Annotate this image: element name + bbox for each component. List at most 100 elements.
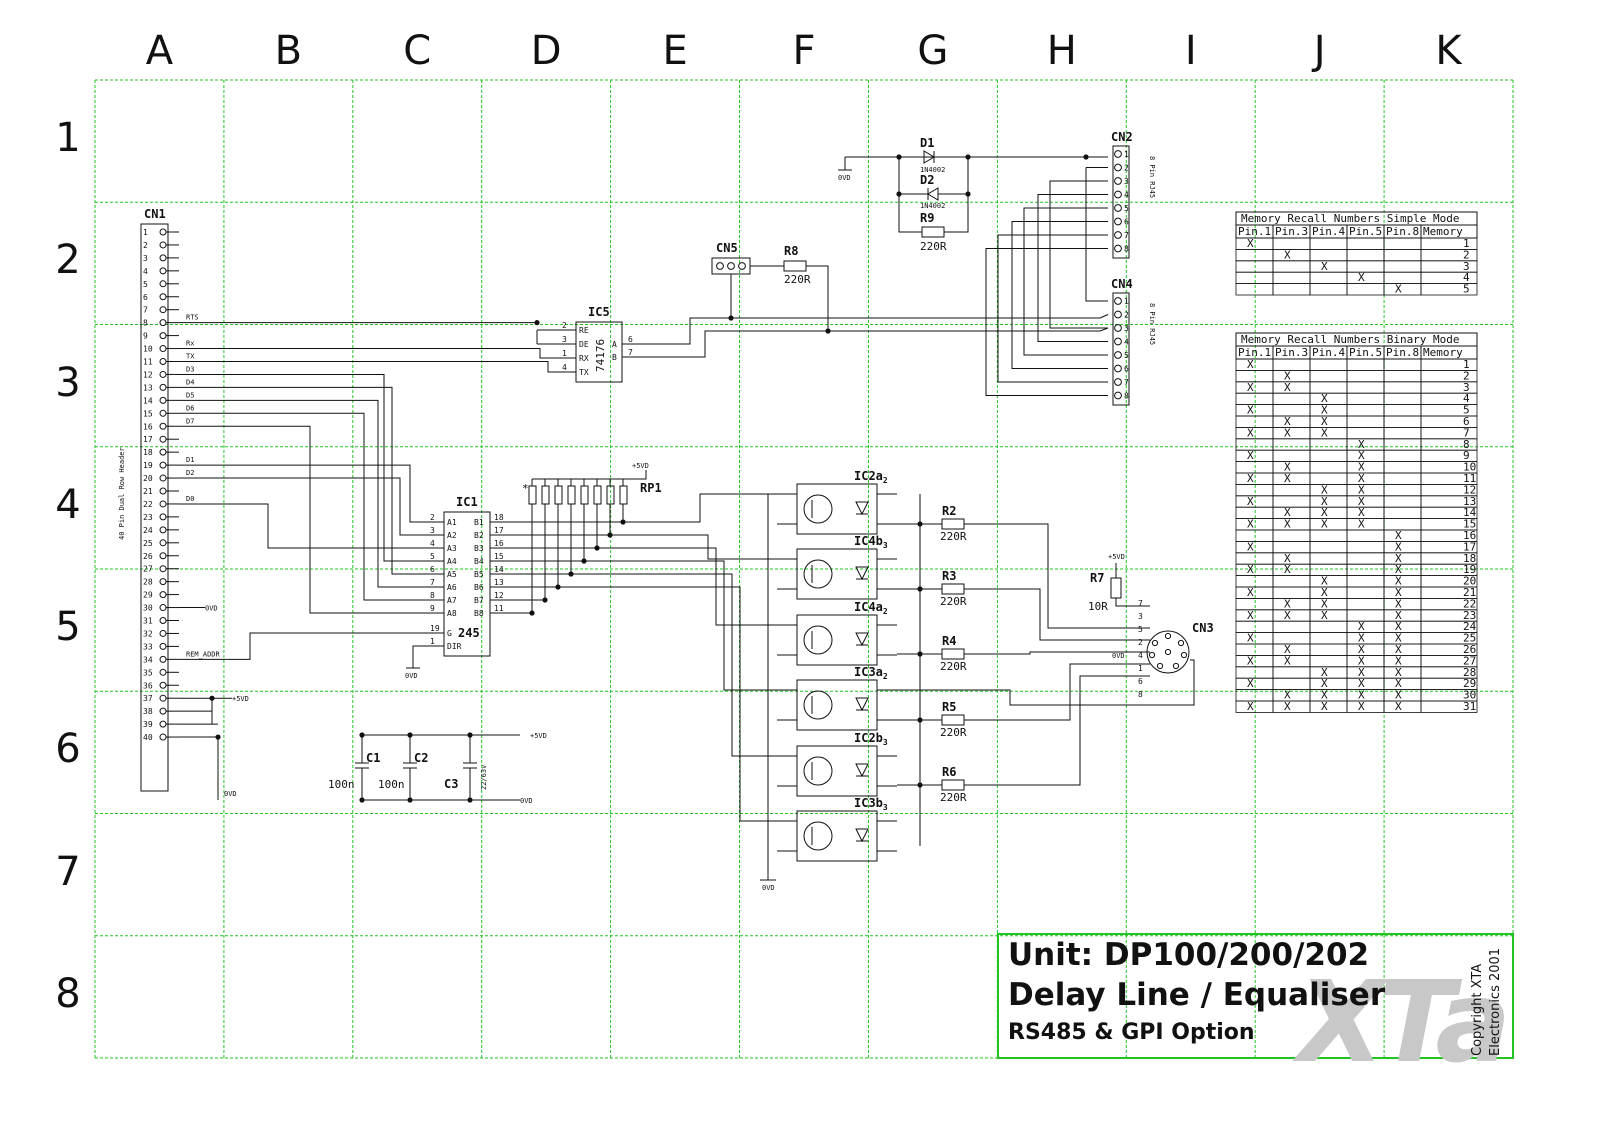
ic5-pin-name: RE xyxy=(579,326,589,335)
net-pullup xyxy=(530,504,624,523)
ic1-pin-number: 16 xyxy=(494,539,504,548)
table-title: Memory Recall Numbers Simple Mode xyxy=(1241,212,1460,225)
table-cell-value: X xyxy=(1284,689,1291,702)
table-cell-value: X xyxy=(1321,518,1328,531)
table-cell-value: X xyxy=(1284,643,1291,656)
grid-column-label: J xyxy=(1313,28,1326,74)
cn1-pin-number: 8 xyxy=(143,319,148,328)
table-cell xyxy=(1383,666,1422,679)
table-cell-value: X xyxy=(1321,609,1328,622)
ic5-pin-number: 6 xyxy=(628,335,633,344)
cn3-pin xyxy=(1151,639,1159,647)
net-pullup xyxy=(530,504,598,549)
cn1-pin-number: 20 xyxy=(143,474,153,483)
ic5-pin-number: 4 xyxy=(562,363,567,372)
cn1-pin-circle xyxy=(159,526,167,534)
r3-body xyxy=(941,583,965,595)
rp1-resistor xyxy=(580,485,589,505)
table-cell-value: X xyxy=(1247,632,1254,645)
ic1-pin-number: 1 xyxy=(430,637,435,646)
table-cell-value: 7 xyxy=(1463,426,1470,439)
cn3-pin xyxy=(1180,651,1188,659)
cn4-connector-pin-number: 1 xyxy=(1124,297,1129,306)
junction-dot xyxy=(896,191,902,197)
table-cell-value: X xyxy=(1395,666,1402,679)
ground-label: 0VD xyxy=(405,672,418,680)
cn4-connector-pin-number: 2 xyxy=(1124,311,1129,320)
rp1-ref: RP1 xyxy=(640,481,662,495)
table-cell xyxy=(1383,404,1422,417)
cn1-pin-circle xyxy=(159,720,167,728)
rp1-supply: +5VD xyxy=(632,462,649,470)
table-cell xyxy=(1346,541,1385,554)
cn3-pin xyxy=(1148,651,1156,659)
cn3-pin-number: 3 xyxy=(1138,612,1143,621)
table-cell-value: 11 xyxy=(1463,472,1476,485)
ic1-ref: IC1 xyxy=(456,495,478,509)
phototransistor xyxy=(803,559,833,589)
table-cell xyxy=(1272,632,1311,645)
cn1-pin-circle xyxy=(159,565,167,573)
table-cell xyxy=(1383,495,1422,508)
optocoupler-body xyxy=(796,548,878,600)
table-cell xyxy=(1383,472,1422,485)
table-cell xyxy=(1346,563,1385,577)
table-cell xyxy=(1309,506,1348,520)
cn1-pin-number: 36 xyxy=(143,681,153,690)
table-cell xyxy=(1383,415,1422,428)
net-d2-r9 xyxy=(898,157,922,233)
table-cell xyxy=(1346,248,1385,262)
cn1-signal-label: D6 xyxy=(186,404,194,412)
cn1-signal-label: TX xyxy=(186,353,195,361)
table-cell-value: X xyxy=(1247,358,1254,371)
table-cell xyxy=(1309,358,1348,371)
grid-row-label: 6 xyxy=(55,726,81,773)
table-cell xyxy=(1235,655,1274,668)
table-cell-value: X xyxy=(1358,461,1365,474)
cn1-pin-circle xyxy=(159,319,167,327)
cn1-pin-circle xyxy=(159,681,167,689)
cn3-pin xyxy=(1177,639,1185,647)
cn3-pin-number: 4 xyxy=(1138,651,1143,660)
rp1-resistor xyxy=(593,485,602,505)
net-cn2-cn4 xyxy=(1037,194,1108,342)
table-cell xyxy=(1272,483,1311,497)
table-cell xyxy=(1346,472,1385,485)
table-cell-value: X xyxy=(1284,597,1291,610)
table-cell-value: 3 xyxy=(1463,260,1470,273)
optocoupler-sub: 3 xyxy=(883,541,888,550)
table-cell xyxy=(1272,449,1311,463)
table-cell xyxy=(1272,369,1311,383)
table-cell xyxy=(1383,518,1422,531)
d1-diode xyxy=(923,150,935,164)
cn1-signal-label: D5 xyxy=(186,391,194,399)
table-cell xyxy=(1309,472,1348,485)
table-cell-value: X xyxy=(1358,438,1365,451)
table-cell-value: X xyxy=(1358,677,1365,690)
net-rs485-b xyxy=(642,330,1100,358)
table-cell xyxy=(1235,283,1274,296)
table-cell-value: 16 xyxy=(1463,529,1476,542)
table-cell xyxy=(1309,700,1348,713)
cn1-pin-circle xyxy=(159,474,167,482)
cn4-connector-pin xyxy=(1114,391,1122,400)
d1-ref: D1 xyxy=(920,136,934,150)
ic1-pin-number: 7 xyxy=(430,578,435,587)
table-cell-value: X xyxy=(1321,597,1328,610)
cn1-pin-number: 40 xyxy=(143,733,153,742)
c2-ref: C2 xyxy=(414,751,428,765)
table-cell xyxy=(1383,598,1422,611)
cn3-pin-number: 7 xyxy=(1138,599,1143,608)
ic5-pin-number: 1 xyxy=(562,349,567,358)
table-cell xyxy=(1235,506,1274,520)
table-cell xyxy=(1235,700,1274,713)
cn1-pin-number: 19 xyxy=(143,461,153,470)
net-gpi-drive xyxy=(530,560,777,691)
table-cell-value: X xyxy=(1321,666,1328,679)
table-cell xyxy=(1346,271,1385,285)
ic1-pin-name: B5 xyxy=(474,570,484,579)
junction-dot xyxy=(209,695,215,701)
c2-value: 100n xyxy=(378,778,405,791)
cn3-pin-number: 2 xyxy=(1138,638,1143,647)
